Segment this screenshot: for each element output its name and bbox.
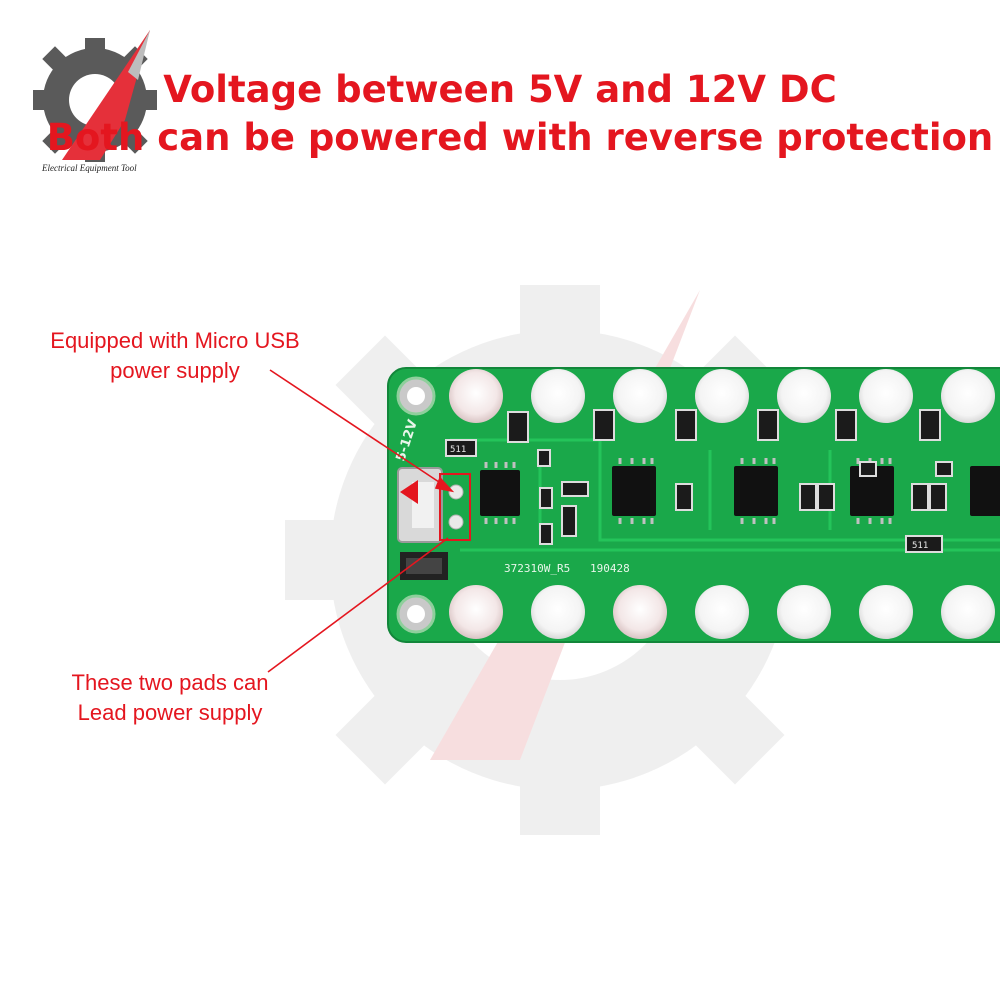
pcb-board: 511 511 372310W_R5 190428 5-12V xyxy=(387,367,1000,643)
pads-callout: These two pads can Lead power supply xyxy=(40,668,300,728)
board-code-label: 372310W_R5 xyxy=(504,562,570,575)
resistor-label: 511 xyxy=(450,445,466,455)
usb-callout-line-2: power supply xyxy=(110,358,240,383)
ic-chip-icons xyxy=(480,466,1000,516)
headline-line-2: Both can be powered with reverse protect… xyxy=(46,116,994,159)
board-date-label: 190428 xyxy=(590,562,630,575)
pads-callout-line-1: These two pads can xyxy=(71,670,269,695)
usb-callout-line-1: Equipped with Micro USB xyxy=(50,328,300,353)
resistor-label: 511 xyxy=(912,541,928,551)
headline-line-1: Voltage between 5V and 12V DC xyxy=(163,68,837,111)
arrow-pointer-icon xyxy=(400,480,418,504)
logo-caption: Electrical Equipment Tool xyxy=(42,163,137,173)
led-row-bottom xyxy=(449,585,995,639)
callout-arrows xyxy=(267,369,455,673)
led-row-top xyxy=(449,369,995,423)
usb-callout: Equipped with Micro USB power supply xyxy=(20,326,330,386)
resistor-icons xyxy=(445,395,987,553)
pads-callout-line-2: Lead power supply xyxy=(77,700,263,725)
